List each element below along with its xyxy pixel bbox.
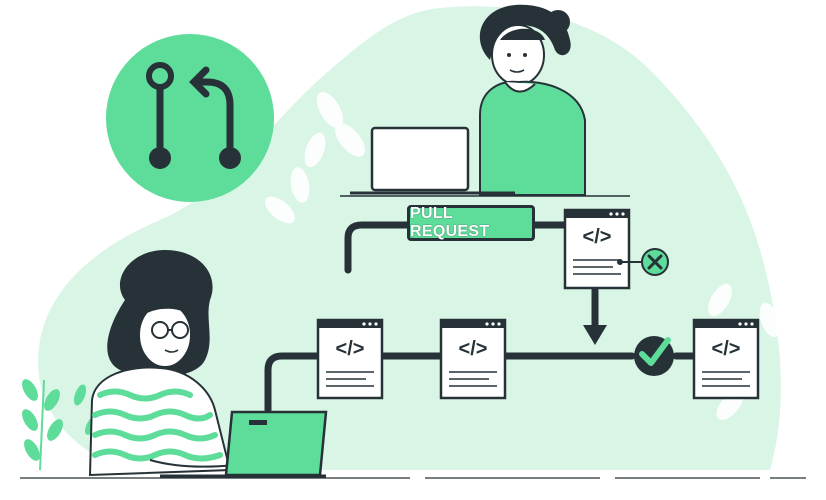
check-icon (634, 336, 674, 376)
code-glyph: </> (336, 338, 365, 360)
reviewer-person (479, 4, 586, 196)
down-arrow-icon (583, 325, 607, 345)
plant-left (22, 379, 99, 471)
code-glyph: </> (583, 226, 612, 248)
reviewer-laptop (350, 126, 515, 195)
pipeline-lines (264, 221, 698, 414)
code-window-2: </> (439, 318, 507, 400)
close-icon (617, 248, 669, 276)
code-glyph: </> (712, 338, 741, 360)
pull-request-label: PULL REQUEST (407, 205, 535, 241)
developer-laptop (160, 410, 328, 478)
code-window-merged: </> (692, 318, 760, 400)
code-glyph: </> (459, 338, 488, 360)
code-window-review: </> (563, 208, 631, 290)
git-pull-request-icon (106, 34, 274, 202)
developer-person (88, 250, 236, 477)
code-window-1: </> (316, 318, 384, 400)
leaves-decoration (265, 91, 781, 420)
